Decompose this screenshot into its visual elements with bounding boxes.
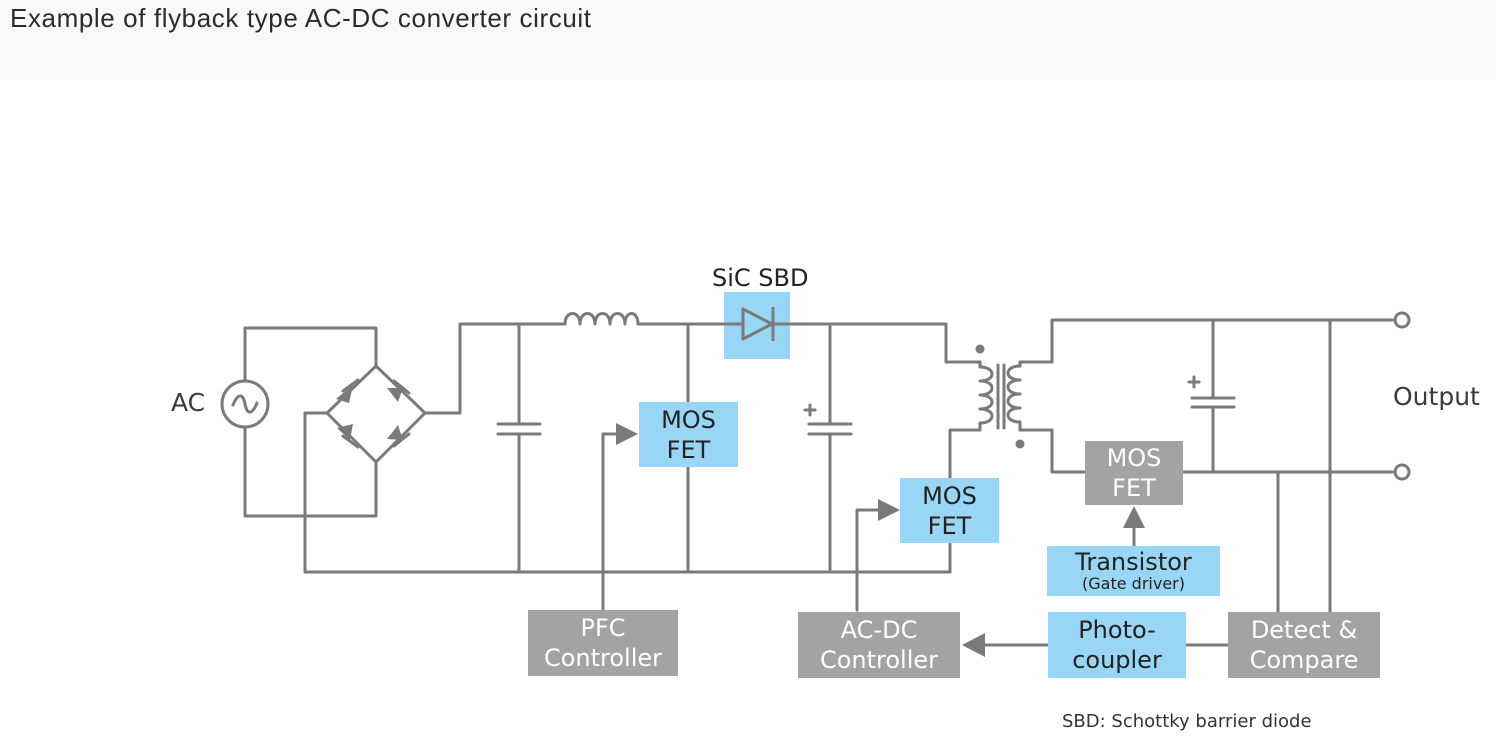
photocoupler-block: Photo- coupler	[1048, 612, 1186, 678]
transformer-primary	[855, 360, 994, 612]
output-capacitor-symbol	[1187, 318, 1236, 474]
main-mosfet-block: MOS FET	[900, 478, 999, 543]
bridge-diode-bars	[341, 378, 411, 449]
transformer-core	[996, 363, 1006, 430]
output-terminal-positive	[1393, 311, 1411, 329]
transistor-gate-driver-block: Transistor (Gate driver)	[1047, 546, 1220, 596]
pfc-controller-line2: Controller	[543, 644, 663, 672]
transistor-line2: (Gate driver)	[1082, 574, 1185, 593]
bridge-rectifier	[303, 322, 567, 574]
feedback-arrowhead	[962, 633, 985, 657]
sic-sbd-diode-symbol	[724, 307, 790, 341]
bridge-diode-3	[337, 424, 353, 440]
acdc-controller-line2: Controller	[819, 646, 939, 674]
pfc-mosfet-block: MOS FET	[639, 402, 738, 467]
transistor-line1: Transistor	[1075, 548, 1192, 576]
detect-compare-line2: Compare	[1249, 646, 1359, 674]
acdc-controller-line1: AC-DC	[840, 616, 918, 644]
output-label: Output	[1393, 382, 1480, 411]
photocoupler-line2: coupler	[1072, 646, 1162, 674]
main-gate-arrowhead	[878, 499, 900, 521]
pfc-mosfet-wiring	[601, 322, 690, 612]
primary-polarity-dot	[975, 344, 985, 354]
inductor-symbol	[563, 312, 726, 326]
bulk-capacitor-symbol	[803, 322, 853, 574]
secondary-polarity-dot	[1015, 439, 1025, 449]
pfc-mosfet-line1: MOS	[661, 405, 716, 434]
header-bar: Example of flyback type AC-DC converter …	[0, 0, 1496, 80]
ac-source-symbol	[220, 326, 378, 518]
pfc-controller-line1: PFC	[580, 614, 626, 642]
detect-compare-block: Detect & Compare	[1228, 612, 1380, 678]
acdc-controller-block: AC-DC Controller	[798, 612, 960, 678]
bridge-diode-2	[387, 388, 403, 402]
transformer-secondary	[1006, 318, 1394, 474]
sync-mosfet-block: MOS FET	[1085, 441, 1183, 505]
bridge-diode-1	[336, 385, 353, 403]
output-lower-rail	[1181, 318, 1394, 614]
sync-mosfet-line1: MOS	[1106, 444, 1162, 472]
output-terminal-negative	[1393, 463, 1411, 481]
bridge-diode-4	[387, 425, 403, 440]
footnote: SBD: Schottky barrier diode	[1062, 711, 1312, 732]
sic-sbd-label: SiC SBD	[712, 264, 809, 292]
photocoupler-line1: Photo-	[1078, 616, 1156, 644]
sbd-wiring	[788, 322, 982, 364]
detect-compare-line1: Detect &	[1250, 616, 1358, 644]
main-mosfet-line1: MOS	[922, 481, 977, 510]
pfc-mosfet-line2: FET	[666, 435, 711, 464]
input-capacitor-symbol	[496, 322, 542, 574]
page-title: Example of flyback type AC-DC converter …	[10, 3, 592, 33]
ac-label: AC	[171, 388, 206, 417]
sync-gate-arrowhead	[1123, 506, 1145, 528]
pfc-controller-block: PFC Controller	[528, 610, 678, 676]
pfc-gate-arrowhead	[616, 423, 638, 445]
main-mosfet-line2: FET	[927, 511, 972, 540]
sync-mosfet-line2: FET	[1112, 474, 1156, 502]
